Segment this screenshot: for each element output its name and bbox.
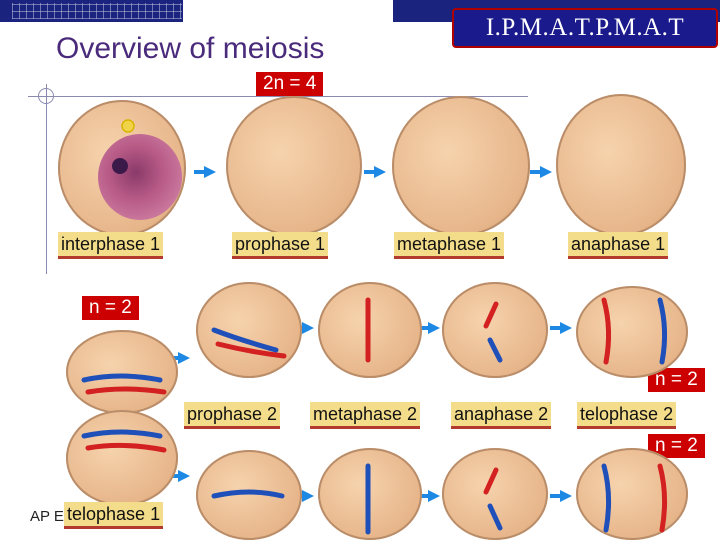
stage-label-prophase-2: prophase 2	[184, 402, 281, 429]
cell-telophase-2-bottom	[576, 448, 688, 540]
cell-anaphase-1	[556, 94, 686, 236]
cell-prophase-1	[226, 96, 362, 236]
ploidy-label-haploid-top: n = 2	[82, 296, 139, 320]
stage-label-interphase-1: interphase 1	[58, 232, 164, 259]
cell-anaphase-2-bottom	[442, 448, 548, 540]
cell-interphase-1	[58, 100, 186, 236]
nucleus	[98, 134, 182, 220]
cell-telophase-2-top	[576, 286, 688, 378]
nucleolus	[112, 158, 128, 174]
cell-telophase-1-bottom	[66, 410, 178, 506]
stage-label-prophase-1: prophase 1	[232, 232, 329, 259]
header-white-block	[183, 0, 393, 22]
guide-crosshair-circle	[38, 88, 54, 104]
ploidy-label-diploid: 2n = 4	[256, 72, 324, 96]
guide-line-horizontal	[28, 96, 528, 97]
cell-metaphase-1	[392, 96, 530, 236]
cell-anaphase-2-top	[442, 282, 548, 378]
stage-label-metaphase-1: metaphase 1	[394, 232, 505, 259]
stage-label-metaphase-2: metaphase 2	[310, 402, 421, 429]
cell-telophase-1-top	[66, 330, 178, 414]
stage-label-telophase-2: telophase 2	[577, 402, 677, 429]
stage-label-telophase-1: telophase 1	[64, 502, 164, 529]
stage-label-anaphase-1: anaphase 1	[568, 232, 669, 259]
acronym-text: I.P.M.A.T.P.M.A.T	[485, 14, 685, 41]
header-grid-decoration	[12, 3, 182, 19]
slide-title: Overview of meiosis	[56, 32, 325, 65]
header-bar	[0, 0, 720, 22]
footer-fragment: AP E	[30, 508, 64, 525]
stage-label-anaphase-2: anaphase 2	[451, 402, 552, 429]
acronym-box: I.P.M.A.T.P.M.A.T	[452, 8, 718, 48]
arrow-icons-row-1	[194, 166, 552, 178]
guide-line-vertical	[46, 84, 47, 274]
